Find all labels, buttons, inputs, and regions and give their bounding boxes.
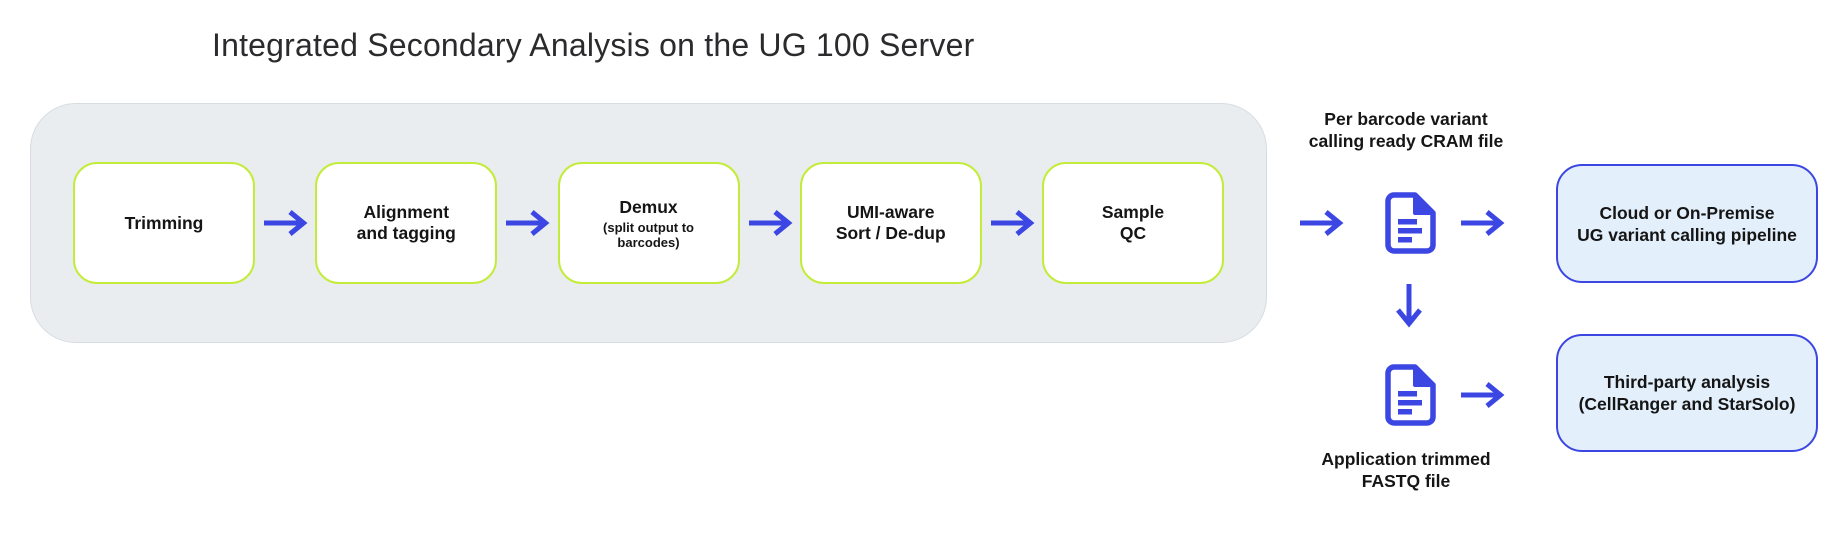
step-trimming: Trimming xyxy=(73,162,255,284)
fastq-file-label: Application trimmed FASTQ file xyxy=(1321,449,1491,491)
cram-document-icon xyxy=(1384,192,1436,254)
fastq-document-icon xyxy=(1384,364,1436,426)
arrow-right-icon xyxy=(1459,380,1505,410)
arrow-right-icon xyxy=(1298,208,1344,238)
pipeline-panel: Trimming Alignment and tagging Demux (sp… xyxy=(30,103,1267,343)
page-title: Integrated Secondary Analysis on the UG … xyxy=(212,27,975,63)
step-demux: Demux (split output to barcodes) xyxy=(557,162,740,284)
step-alignment-tagging: Alignment and tagging xyxy=(315,162,498,284)
step-label: Demux xyxy=(619,196,678,217)
step-label: UMI-aware Sort / De-dup xyxy=(835,202,946,243)
arrow-right-icon xyxy=(1459,208,1505,238)
arrow-right-icon xyxy=(504,208,550,238)
step-label: Sample QC xyxy=(1101,202,1165,243)
third-party-analysis-box: Third-party analysis (CellRanger and Sta… xyxy=(1556,334,1818,452)
step-sample-qc: Sample QC xyxy=(1042,162,1224,284)
step-label: Trimming xyxy=(124,212,204,233)
cram-file-label: Per barcode variant calling ready CRAM f… xyxy=(1308,109,1504,151)
arrow-right-icon xyxy=(262,208,308,238)
arrow-right-icon xyxy=(989,208,1035,238)
arrow-down-icon xyxy=(1394,282,1424,328)
cloud-on-premise-pipeline-box: Cloud or On-Premise UG variant calling p… xyxy=(1556,164,1818,283)
arrow-right-icon xyxy=(747,208,793,238)
step-umi-sort-dedup: UMI-aware Sort / De-dup xyxy=(799,162,982,284)
step-sublabel: (split output to barcodes) xyxy=(603,219,694,250)
step-label: Alignment and tagging xyxy=(356,202,456,243)
